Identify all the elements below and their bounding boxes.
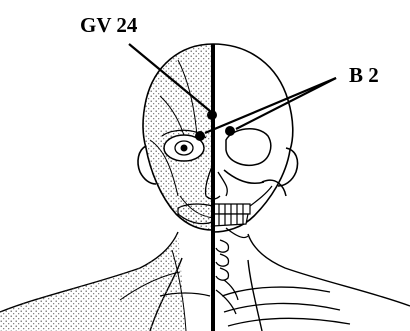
b2-point-right [225,126,235,136]
neck-spine [216,240,238,300]
b2-point-left [195,131,205,141]
ribcage [160,287,350,326]
b2-label: B 2 [349,63,379,87]
b2-leader-right [236,78,336,129]
gv24-label: GV 24 [80,13,138,37]
gv24-point [207,110,217,120]
b2-leader-left [205,78,336,133]
